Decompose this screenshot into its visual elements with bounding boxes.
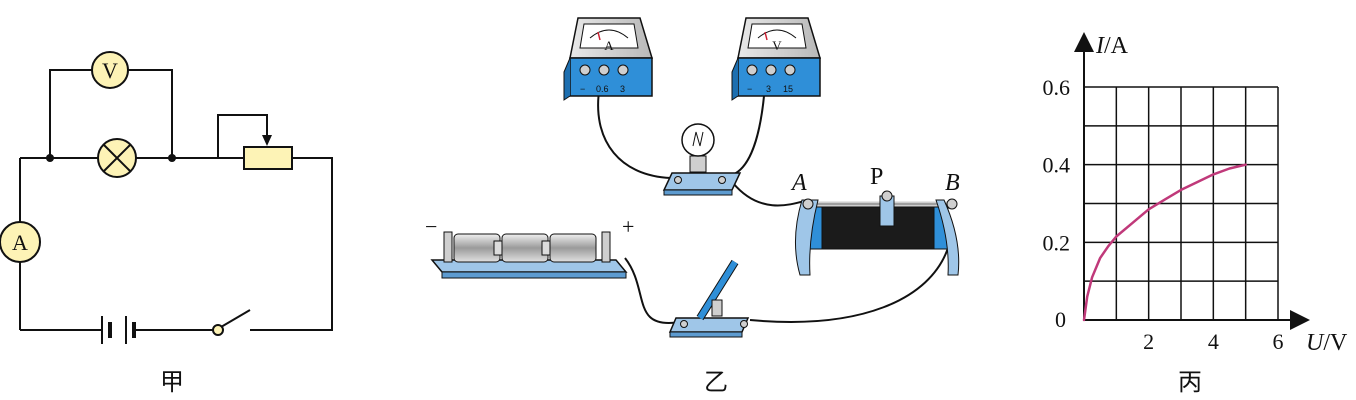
circuit-wires (19, 69, 333, 331)
slider-arrow-icon (262, 135, 272, 146)
rheostat-slider-label: P (870, 164, 883, 190)
junction-dot (46, 154, 54, 162)
origin-label: 0 (1055, 307, 1066, 332)
ammeter-terminal-label: 3 (620, 84, 625, 94)
battery-plus-label: + (622, 214, 634, 239)
iu-chart-bing: 2 4 6 0.2 0.4 0.6 0 I/A U/V 丙 (1043, 32, 1348, 396)
chart-ticks: 2 4 6 0.2 0.4 0.6 (1043, 75, 1284, 354)
ammeter-terminal-label: 0.6 (596, 84, 609, 94)
voltmeter-terminal-label: 15 (783, 84, 793, 94)
physical-circuit-yi: A − 0.6 3 V − 3 15 (425, 17, 960, 396)
voltmeter-device: V − 3 15 (731, 17, 822, 101)
y-tick-label: 0.4 (1043, 153, 1071, 178)
x-axis-label: U/V (1306, 330, 1348, 356)
iu-curve-line (1082, 163, 1247, 322)
x-tick-label: 2 (1143, 329, 1154, 354)
rheostat-symbol (243, 146, 293, 170)
x-axis-symbol: U (1306, 330, 1325, 356)
ammeter-symbol: A (0, 221, 41, 263)
battery-symbol (101, 316, 136, 344)
slide-rheostat-icon: A P B (790, 164, 960, 276)
voltmeter-label: V (102, 58, 118, 83)
chart-series (1082, 163, 1247, 322)
y-axis-unit: /A (1104, 33, 1129, 59)
caption-yi: 乙 (704, 368, 728, 396)
lamp-symbol (97, 138, 137, 178)
switch-symbol (212, 309, 251, 336)
light-bulb-icon (662, 123, 742, 196)
caption-jia: 甲 (160, 368, 184, 396)
voltmeter-symbol: V (91, 51, 129, 89)
voltmeter-device-letter: V (772, 38, 782, 53)
circuit-diagram-jia: V A 甲 (0, 51, 333, 396)
battery-minus-label: − (425, 214, 437, 239)
chart-grid (1084, 86, 1279, 320)
y-tick-label: 0.6 (1043, 75, 1071, 100)
ammeter-device-letter: A (604, 38, 614, 53)
x-tick-label: 6 (1273, 329, 1284, 354)
x-axis-unit: /V (1323, 330, 1348, 356)
knife-switch-icon (668, 259, 750, 338)
ammeter-label: A (12, 230, 28, 255)
battery-pack-icon: − + (425, 214, 634, 279)
voltmeter-terminal-label: − (747, 84, 752, 94)
voltmeter-terminal-label: 3 (766, 84, 771, 94)
rheostat-end-a-label: A (790, 170, 807, 196)
y-tick-label: 0.2 (1043, 230, 1071, 255)
x-tick-label: 4 (1208, 329, 1219, 354)
ammeter-terminal-label: − (580, 84, 585, 94)
y-axis-symbol: I (1095, 33, 1105, 59)
junction-dot (168, 154, 176, 162)
y-axis-label: I/A (1095, 33, 1129, 59)
rheostat-end-b-label: B (945, 170, 960, 196)
ammeter-device: A − 0.6 3 (563, 17, 654, 101)
caption-bing: 丙 (1178, 368, 1202, 396)
